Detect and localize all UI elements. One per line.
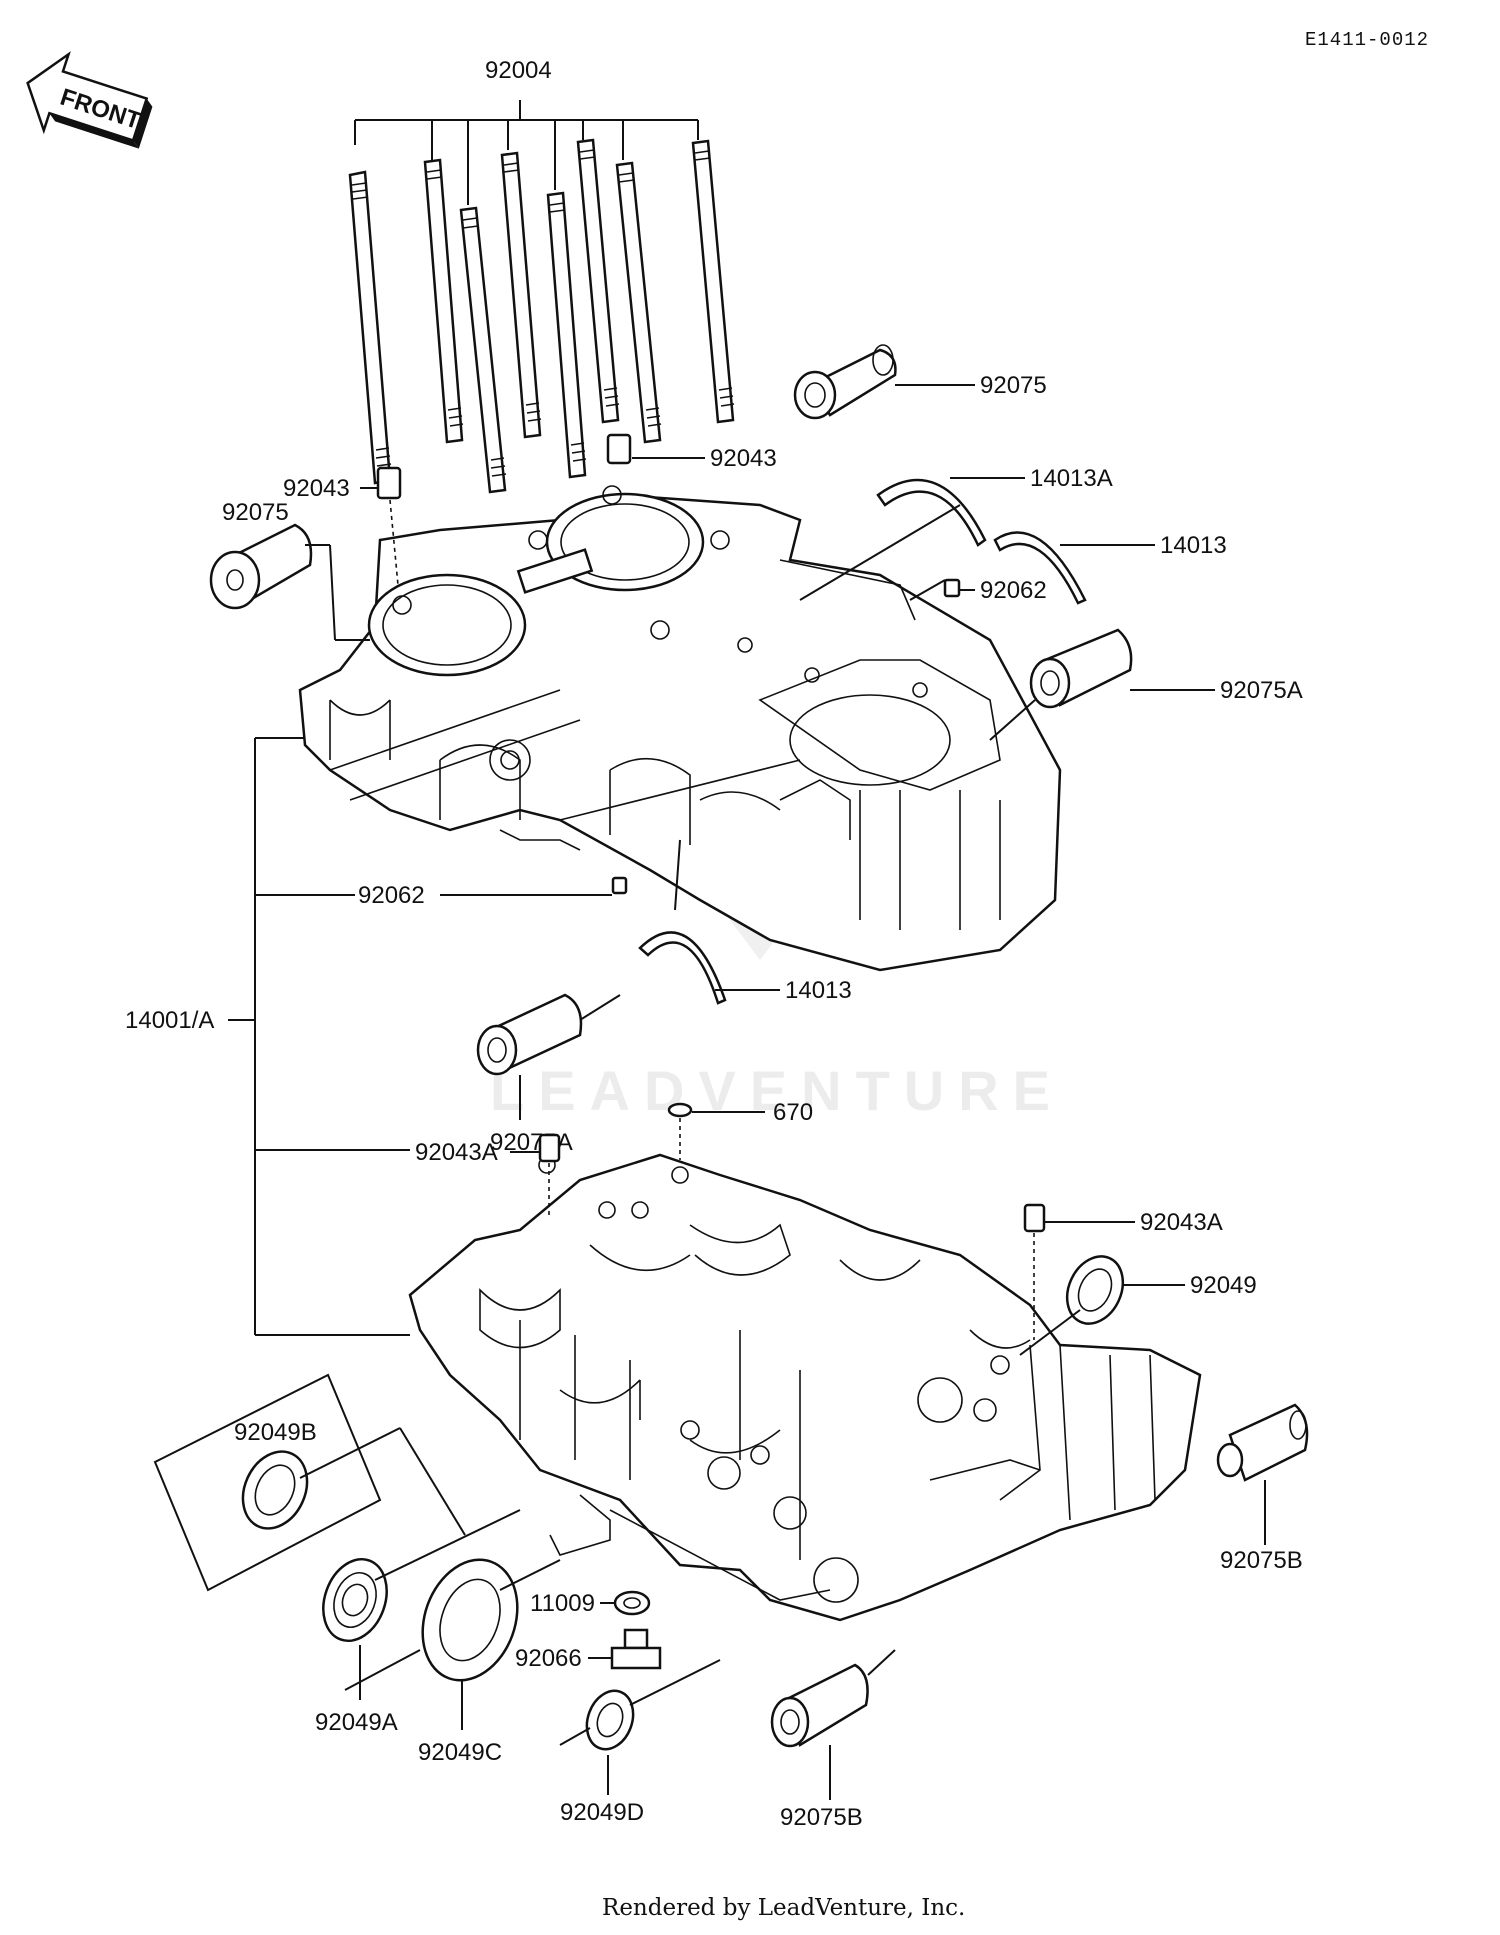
diagram-code: E1411-0012 bbox=[1305, 29, 1429, 51]
part-670: 670 bbox=[667, 1099, 813, 1160]
part-92066: 92066 bbox=[515, 1628, 662, 1672]
label-92043A-left: 92043A bbox=[415, 1139, 498, 1166]
watermark-text: LEADVENTURE bbox=[490, 1059, 1064, 1122]
label-92049D: 92049D bbox=[560, 1799, 644, 1826]
part-92075A-lower: 92075A bbox=[476, 993, 621, 1156]
lower-crankcase bbox=[408, 1153, 1202, 1622]
label-92049A: 92049A bbox=[315, 1709, 398, 1736]
label-11009: 11009 bbox=[530, 1590, 595, 1617]
label-14013A: 14013A bbox=[1030, 465, 1113, 492]
part-14013A: 14013A bbox=[799, 465, 1113, 601]
label-14013-right: 14013 bbox=[1160, 532, 1227, 559]
part-92075-top: 92075 bbox=[793, 344, 1047, 420]
part-92075A-right: 92075A bbox=[989, 628, 1303, 741]
label-92075-top: 92075 bbox=[980, 372, 1047, 399]
label-92075-left: 92075 bbox=[222, 499, 289, 526]
part-92049D: 92049D bbox=[559, 1659, 721, 1826]
label-92075A-right: 92075A bbox=[1220, 677, 1303, 704]
part-92075-left: 92075 bbox=[209, 499, 370, 641]
part-92043A-right: 92043A bbox=[1023, 1203, 1223, 1340]
part-92043A-left: 92043A bbox=[415, 1133, 561, 1215]
label-92062-right: 92062 bbox=[980, 577, 1047, 604]
label-14013-lower: 14013 bbox=[785, 977, 852, 1004]
part-92049C: 92049C bbox=[344, 1558, 561, 1766]
label-92043A-right: 92043A bbox=[1140, 1209, 1223, 1236]
footer-credit: Rendered by LeadVenture, Inc. bbox=[602, 1895, 965, 1921]
upper-crankcase bbox=[298, 485, 1062, 972]
stud-group-92004 bbox=[348, 100, 735, 494]
label-92066: 92066 bbox=[515, 1645, 582, 1672]
label-92004: 92004 bbox=[485, 57, 552, 84]
leader-92049B bbox=[399, 1427, 466, 1536]
part-92049A: 92049A bbox=[315, 1509, 521, 1736]
label-92062-left: 92062 bbox=[358, 882, 425, 909]
label-14001A: 14001/A bbox=[125, 1007, 214, 1034]
part-14013-right: 14013 bbox=[993, 531, 1227, 605]
label-92075B-right: 92075B bbox=[1220, 1547, 1303, 1574]
label-92075B-bottom: 92075B bbox=[780, 1804, 863, 1831]
label-92049: 92049 bbox=[1190, 1272, 1257, 1299]
part-92075B-right: 92075B bbox=[1216, 1403, 1309, 1574]
part-92043-left: 92043 bbox=[283, 466, 402, 586]
front-arrow-icon: FRONT bbox=[26, 51, 153, 149]
part-14013-lower: 14013 bbox=[638, 839, 852, 1005]
bracket-14001A: 14001/A bbox=[125, 737, 410, 1336]
part-92049B: 92049B bbox=[153, 1373, 401, 1592]
part-92049: 92049 bbox=[1019, 1255, 1257, 1356]
label-92049C: 92049C bbox=[418, 1739, 502, 1766]
label-92049B: 92049B bbox=[234, 1419, 317, 1446]
label-92043-right: 92043 bbox=[710, 445, 777, 472]
part-92043-right: 92043 bbox=[606, 433, 777, 472]
label-92043-left: 92043 bbox=[283, 475, 350, 502]
part-92075B-bottom: 92075B bbox=[770, 1649, 896, 1831]
label-670: 670 bbox=[773, 1099, 813, 1126]
part-11009: 11009 bbox=[530, 1590, 651, 1617]
part-92062-right: 92062 bbox=[909, 577, 1047, 604]
part-92062-left: 92062 bbox=[358, 876, 628, 909]
